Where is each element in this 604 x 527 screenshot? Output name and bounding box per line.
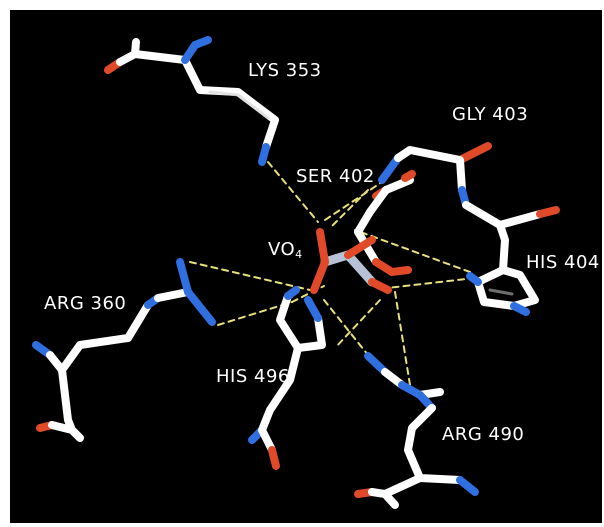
label-his496: HIS 496 [216,366,290,387]
residue-his404 [466,266,539,316]
label-his404: HIS 404 [526,252,600,273]
hbond-ser402-vo4-b [329,189,369,229]
residue-gly403-ser402 [354,142,560,277]
hbond-arg490-vo4 [394,291,411,386]
hbond-his404-arg490 [334,299,381,349]
label-vo4-main: VO [268,239,295,260]
hydrogen-bonds [189,161,476,386]
hbond-his404-vo4 [386,277,476,289]
residue-lys353 [104,36,279,166]
label-arg360: ARG 360 [44,293,126,314]
residue-arg360 [32,258,216,442]
residue-his496 [248,286,326,470]
label-ser402: SER 402 [296,166,375,187]
hbond-arg360-his496 [217,301,293,326]
label-vo4: VO4 [268,239,303,261]
hbond-his496-vo4 [291,285,325,303]
label-arg490: ARG 490 [442,424,524,445]
label-vo4-sub: 4 [295,248,303,261]
hbond-arg360-vo4 [189,261,311,291]
ligand-vo4 [310,228,392,294]
label-lys353: LYS 353 [248,60,322,81]
label-gly403: GLY 403 [452,104,528,125]
hbond-lys353-vo4 [267,161,319,223]
residue-labels: LYS 353 GLY 403 SER 402 HIS 404 ARG 360 … [44,60,600,445]
hbond-ser402-vo4 [321,179,386,223]
residue-arg490 [354,352,479,509]
hbond-arg490-vo4-b [323,299,373,361]
